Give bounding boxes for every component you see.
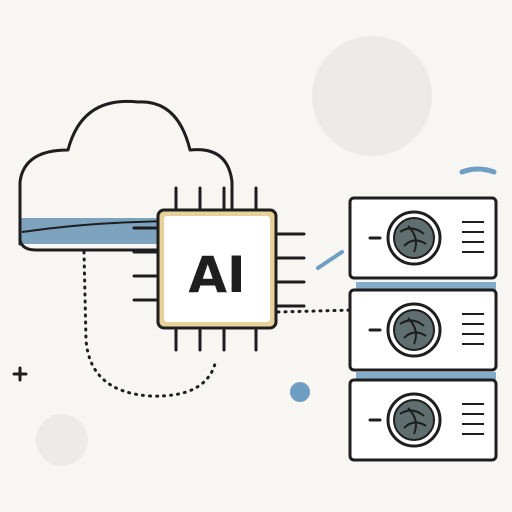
server-unit-middle (348, 288, 498, 372)
server-accent-2 (356, 372, 496, 380)
accent-stroke (316, 250, 344, 270)
server-accent-1 (356, 282, 496, 290)
background-circle-large (312, 36, 432, 156)
background-circle-small (36, 414, 88, 466)
server-unit-bottom (348, 378, 498, 462)
accent-arc (459, 166, 497, 175)
server-rack (348, 196, 498, 462)
chip-label: AI (188, 246, 245, 304)
dotted-connector-cloud (82, 250, 218, 398)
plus-icon (12, 366, 28, 382)
accent-dot (290, 382, 310, 402)
dotted-connector-server (276, 308, 356, 314)
server-unit-top (348, 196, 498, 280)
ai-chip-icon: AI (132, 186, 306, 352)
